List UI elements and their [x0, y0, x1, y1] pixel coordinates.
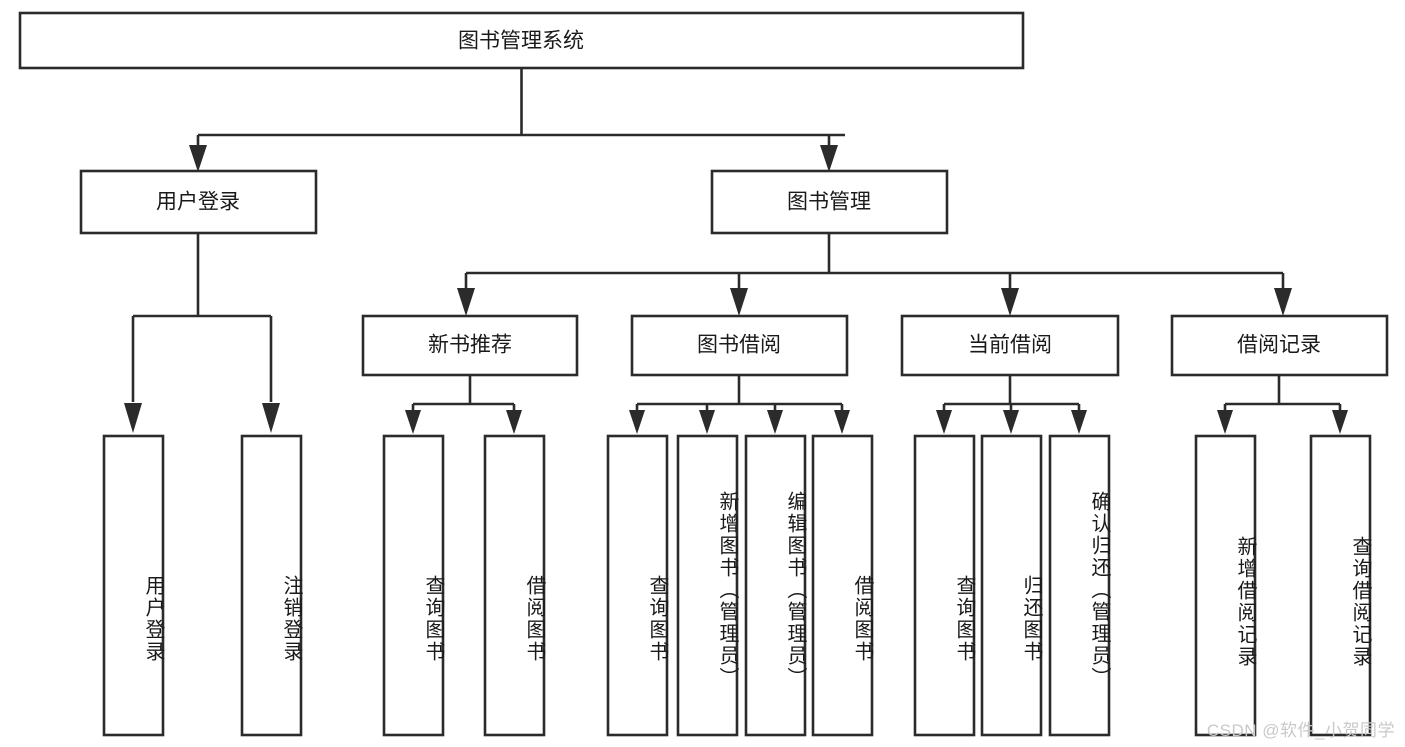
arrow-head-borrow-record	[1274, 288, 1292, 316]
leaf-box-query-book-2[interactable]	[606, 434, 669, 737]
arrow-head-leaf-user-login	[124, 403, 142, 433]
node-label-new-book-recommend: 新书推荐	[428, 334, 512, 357]
leaf-box-return-book[interactable]	[980, 434, 1043, 737]
arrow-head-leaf-borrow-book-1	[506, 410, 522, 434]
arrow-head-leaf-edit-book-admin	[767, 410, 783, 434]
leaf-box-query-borrow-record[interactable]	[1309, 434, 1372, 737]
node-label-book-management: 图书管理	[787, 191, 871, 214]
leaf-label-borrow-book-1: 借阅图书	[523, 574, 545, 663]
node-label-borrow-record: 借阅记录	[1237, 334, 1321, 357]
leaf-label-query-book-1: 查询图书	[422, 574, 444, 663]
arrow-head-leaf-query-book-2	[629, 410, 645, 434]
connectors-root	[124, 68, 1348, 434]
node-label-book-borrow: 图书借阅	[697, 334, 781, 357]
leaf-box-query-book-3[interactable]	[913, 434, 976, 737]
node-borrow-record[interactable]: 借阅记录	[1170, 314, 1389, 377]
arrow-head-user-login	[189, 145, 207, 172]
leaf-boxes-root	[102, 434, 1372, 737]
leaf-label-query-borrow-record: 查询借阅记录	[1349, 536, 1371, 668]
leaf-label-edit-book-admin: 编辑图书（管理员）	[784, 490, 806, 689]
arrow-head-leaf-add-book-admin	[699, 410, 715, 434]
leaf-label-logout-login: 注销登录	[280, 574, 302, 663]
arrow-head-leaf-confirm-return-admin	[1071, 410, 1087, 434]
node-book-management-system[interactable]: 图书管理系统	[18, 11, 1025, 70]
leaf-box-borrow-book-1[interactable]	[483, 434, 546, 737]
arrow-head-leaf-query-book-3	[936, 410, 952, 434]
watermark-text: CSDN @软件_小贺同学	[1206, 721, 1395, 740]
arrow-head-leaf-query-book-1	[405, 410, 421, 434]
leaf-box-edit-book-admin[interactable]	[744, 434, 807, 737]
arrow-head-leaf-borrow-book-2	[834, 410, 850, 434]
leaf-label-return-book: 归还图书	[1020, 574, 1042, 663]
node-new-book-recommend[interactable]: 新书推荐	[361, 314, 579, 377]
leaf-box-add-book-admin[interactable]	[676, 434, 739, 737]
node-label-current-borrow: 当前借阅	[968, 334, 1052, 357]
leaf-label-query-book-2: 查询图书	[646, 574, 668, 663]
arrow-head-current-borrow	[1001, 288, 1019, 316]
node-current-borrow[interactable]: 当前借阅	[900, 314, 1120, 377]
leaf-label-user-login: 用户登录	[142, 574, 164, 663]
leaf-box-user-login[interactable]	[102, 434, 165, 737]
leaf-box-query-book-1[interactable]	[382, 434, 445, 737]
arrow-head-new-book-recommend	[457, 288, 475, 316]
arrow-head-leaf-logout-login	[262, 403, 280, 433]
leaf-label-confirm-return-admin: 确认归还（管理员）	[1088, 490, 1110, 689]
node-user-login[interactable]: 用户登录	[79, 169, 318, 235]
leaf-box-confirm-return-admin[interactable]	[1048, 434, 1111, 737]
leaf-label-query-book-3: 查询图书	[953, 574, 975, 663]
arrow-head-book-borrow	[730, 288, 748, 316]
node-label-book-management-system: 图书管理系统	[458, 30, 584, 53]
leaf-box-add-borrow-record[interactable]	[1194, 434, 1257, 737]
leaf-box-borrow-book-2[interactable]	[811, 434, 874, 737]
leaf-box-logout-login[interactable]	[240, 434, 303, 737]
leaf-label-add-borrow-record: 新增借阅记录	[1234, 536, 1256, 668]
node-book-borrow[interactable]: 图书借阅	[630, 314, 849, 377]
leaf-label-borrow-book-2: 借阅图书	[851, 574, 873, 663]
node-label-user-login: 用户登录	[156, 191, 240, 214]
arrow-head-leaf-return-book	[1003, 410, 1019, 434]
leaf-label-add-book-admin: 新增图书（管理员）	[716, 490, 738, 689]
arrow-head-book-management	[820, 145, 838, 172]
arrow-head-leaf-query-borrow-record	[1332, 410, 1348, 434]
arrow-head-leaf-add-borrow-record	[1217, 410, 1233, 434]
node-book-management[interactable]: 图书管理	[710, 169, 949, 235]
